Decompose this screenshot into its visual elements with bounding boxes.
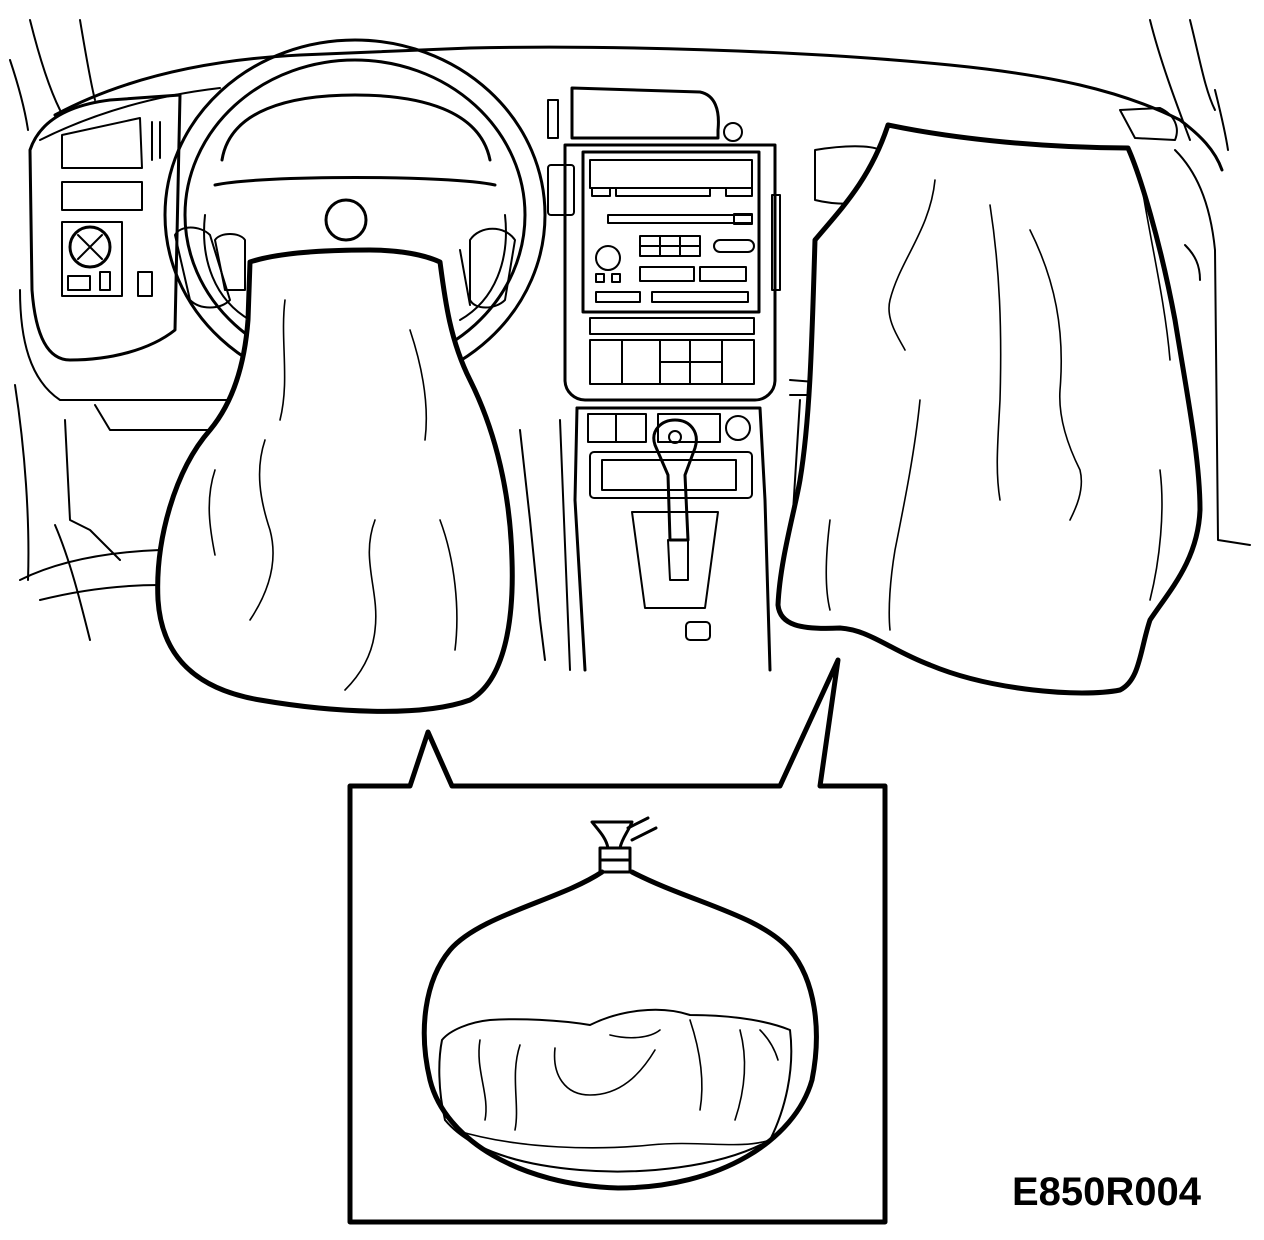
instrument-cluster-housing	[28, 93, 182, 362]
right-a-pillar	[1149, 19, 1191, 141]
light-switch-knob	[68, 225, 112, 269]
dashboard-top	[53, 45, 1224, 172]
steering-hub-emblem	[324, 198, 368, 242]
bagged-airbag	[438, 1008, 793, 1173]
console-switch	[685, 621, 711, 641]
deployed-driver-airbag	[155, 247, 515, 714]
left-a-pillar	[29, 19, 61, 111]
gear-shifter	[652, 418, 698, 542]
deployed-passenger-airbag	[775, 122, 1203, 696]
radio-unit	[581, 150, 761, 314]
sealed-disposal-bag	[421, 816, 819, 1191]
callout-box	[347, 657, 888, 1225]
light-switch-panel	[61, 221, 123, 297]
center-console	[519, 86, 781, 672]
radio-bezel	[563, 143, 777, 402]
figure-reference-code: E850R004	[1012, 1170, 1202, 1214]
left-vent	[61, 117, 143, 169]
left-door-edge	[64, 419, 121, 561]
bag-tie	[590, 820, 634, 850]
right-vent	[1119, 107, 1178, 141]
car-interior	[9, 19, 1251, 672]
gear-panel	[575, 406, 772, 672]
